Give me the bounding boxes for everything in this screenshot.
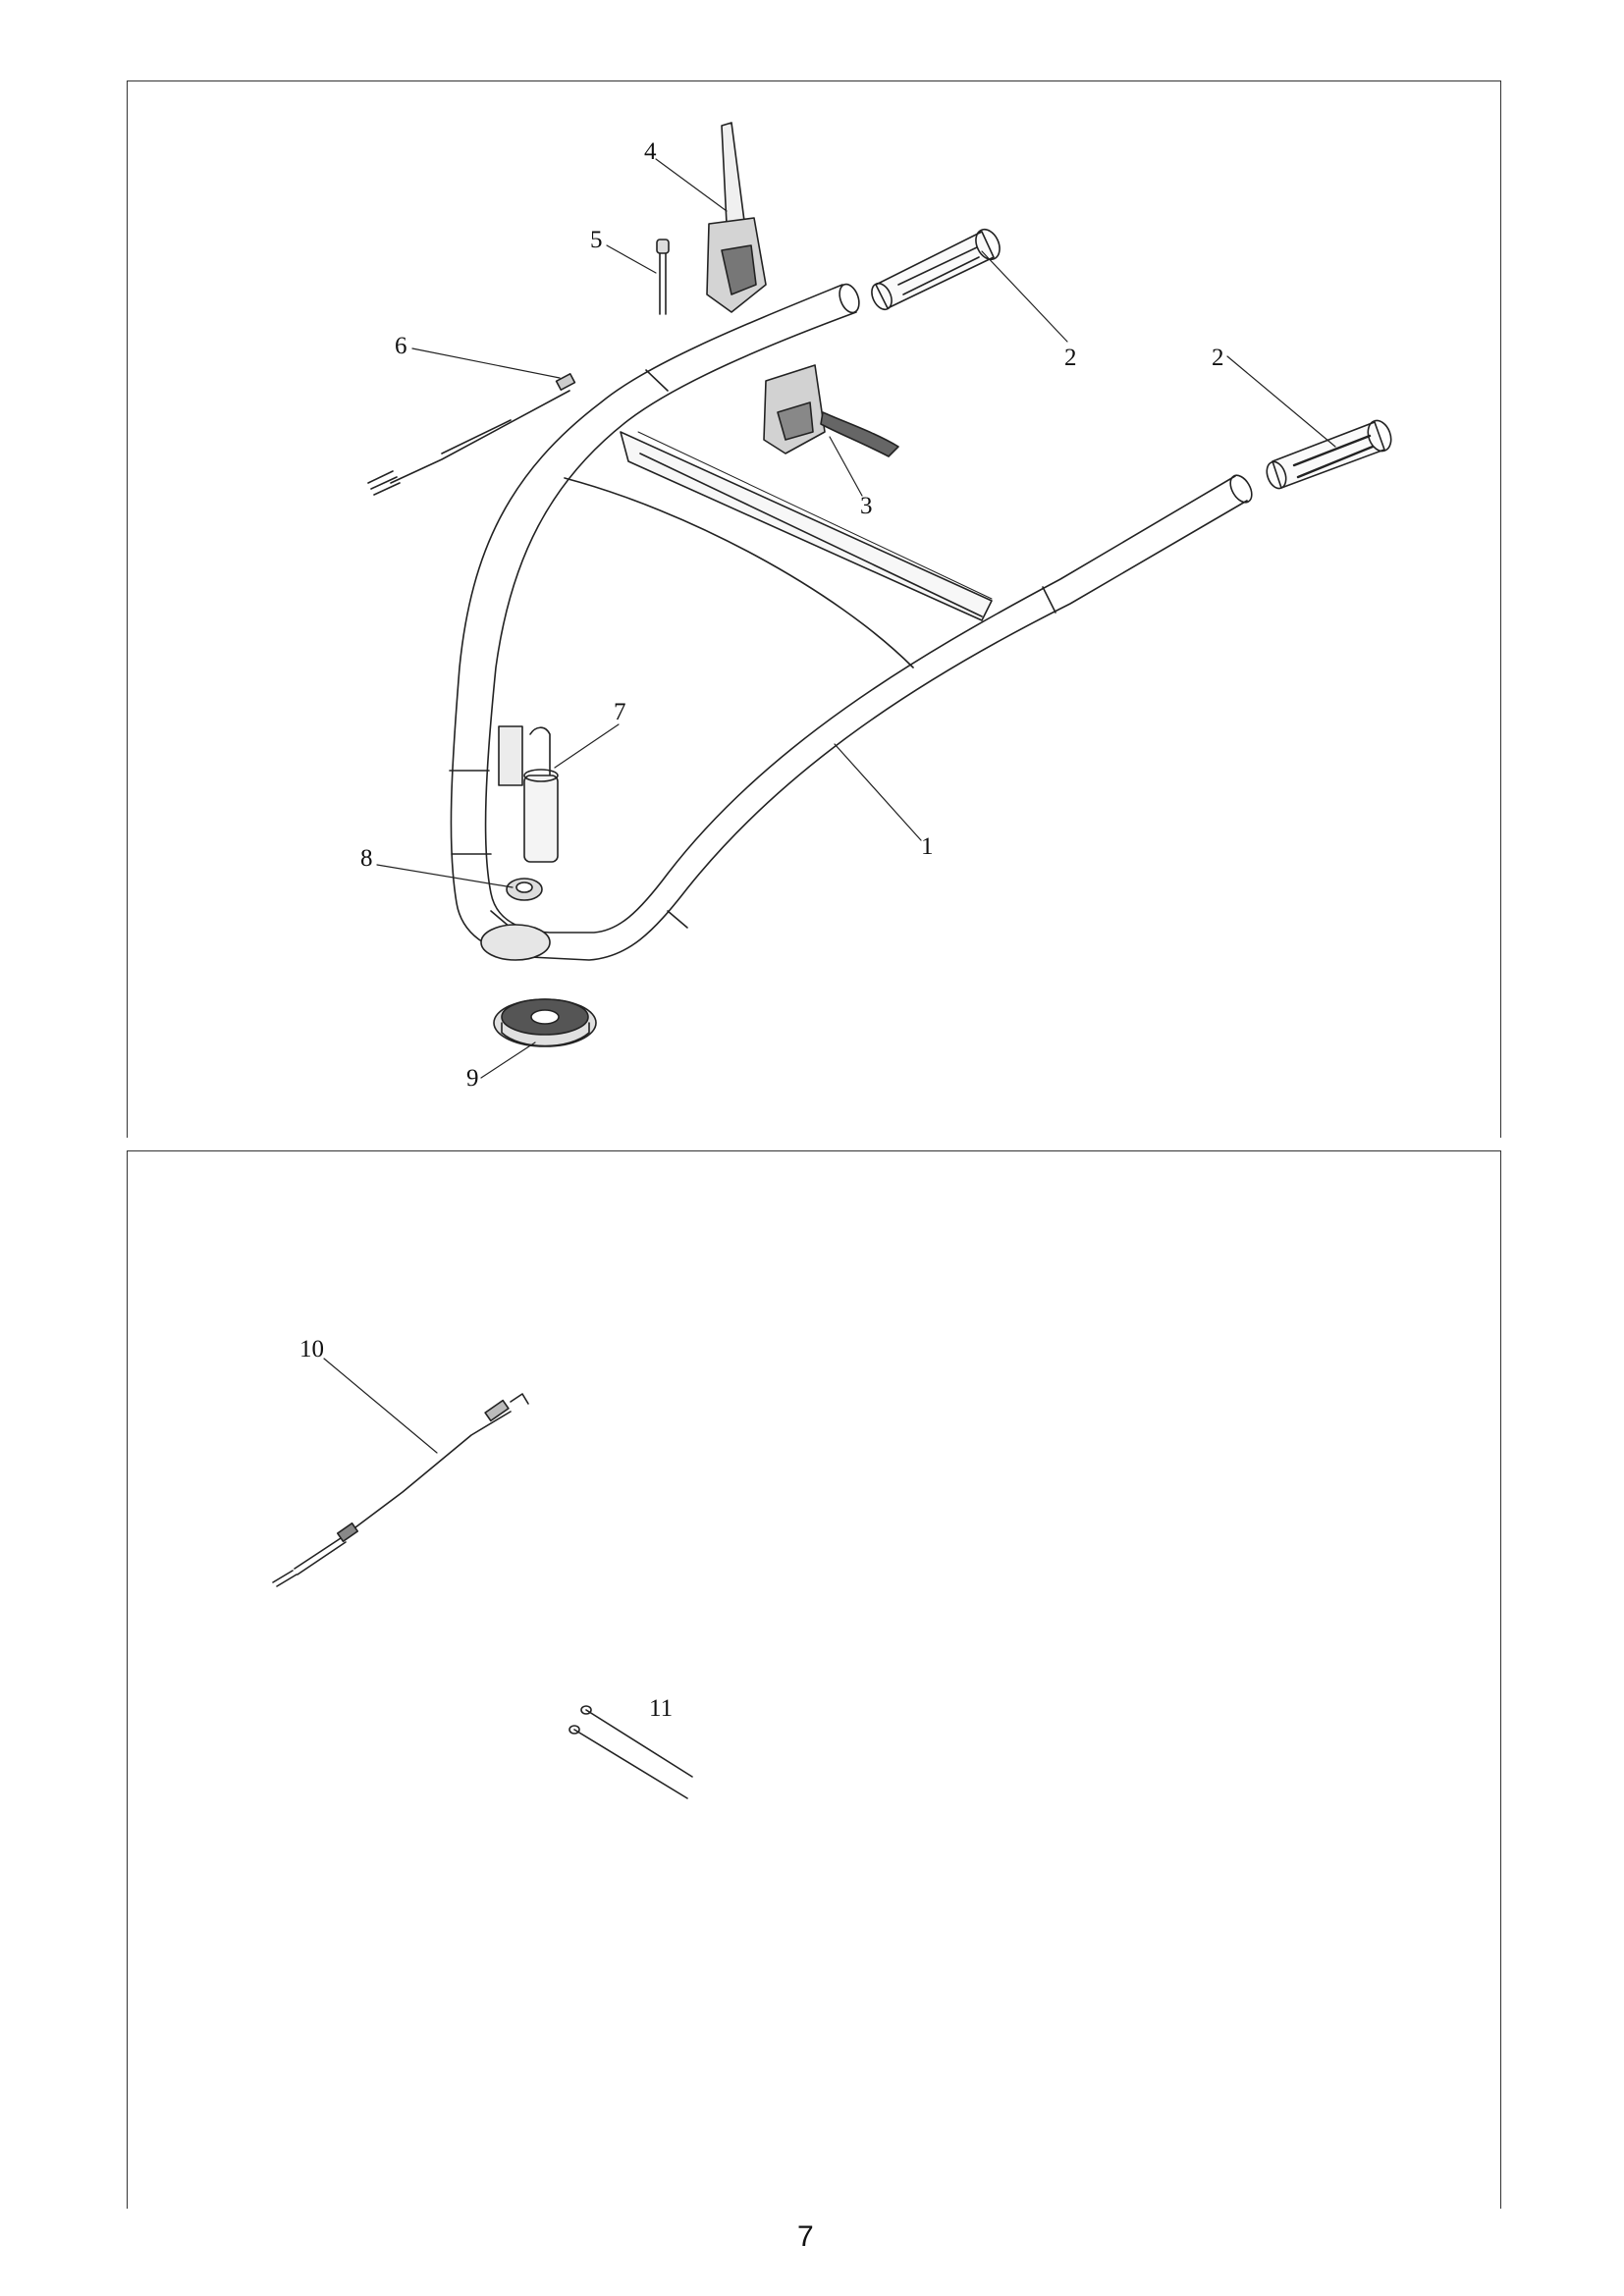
nut-illustration — [506, 878, 543, 901]
handle-grip-illustration-upper — [871, 228, 1001, 311]
callout-6: 6 — [395, 333, 407, 359]
callout-9: 9 — [466, 1065, 479, 1092]
cable-ties-illustration — [568, 1705, 693, 1799]
diagram-panel-top — [127, 80, 1501, 1138]
support-post-illustration — [498, 725, 559, 863]
control-cable-illustration — [367, 373, 576, 496]
page-number: 7 — [797, 2220, 814, 2253]
diagram-panel-bottom — [127, 1150, 1501, 2209]
callout-10: 10 — [299, 1336, 324, 1362]
handlebar-frame-illustration — [449, 283, 1253, 961]
callout-7: 7 — [614, 699, 626, 725]
adjustment-plate-illustration — [493, 998, 597, 1047]
callout-11: 11 — [649, 1695, 674, 1722]
callout-2-upper: 2 — [1064, 345, 1077, 371]
callout-4: 4 — [644, 138, 657, 165]
leader-lines — [323, 158, 1336, 1454]
callout-2-lower: 2 — [1212, 345, 1224, 371]
throttle-lever-illustration — [706, 122, 767, 313]
callout-8: 8 — [360, 845, 373, 872]
bolt-illustration — [656, 239, 670, 315]
clutch-lever-illustration — [763, 364, 899, 457]
callout-1: 1 — [921, 833, 934, 860]
callout-3: 3 — [860, 493, 873, 519]
cable-illustration — [272, 1393, 529, 1587]
callout-5: 5 — [590, 227, 603, 253]
handle-grip-illustration-lower — [1266, 419, 1392, 490]
